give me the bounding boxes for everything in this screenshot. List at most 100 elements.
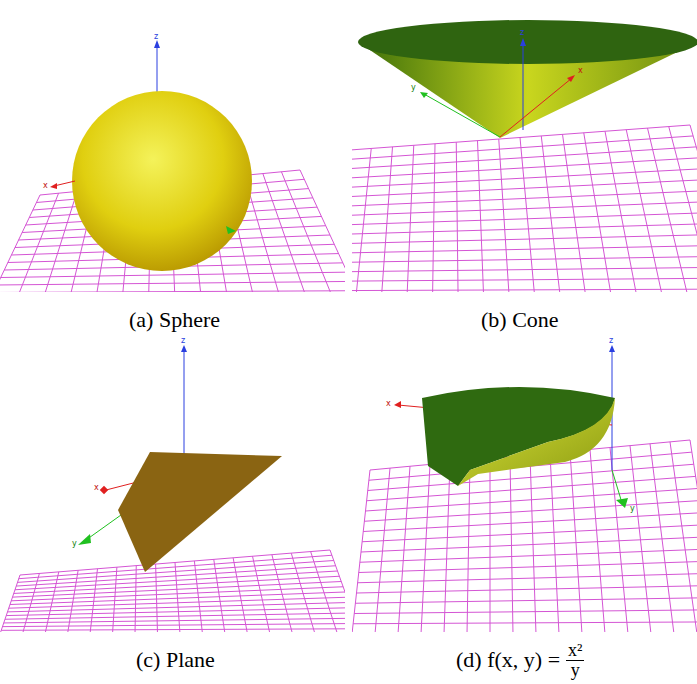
grid-line [352,234,697,243]
grid-line [354,610,697,614]
grid-line [375,468,390,632]
grid-line [499,139,510,292]
grid-line [253,556,271,632]
grid-line [352,136,693,159]
grid-line [45,572,59,632]
subfigure-caption: (d) f(x, y) = x²y [456,641,584,680]
grid-line [407,145,414,292]
grid-line [0,291,345,292]
grid-line [360,549,697,562]
grid-line [352,289,697,291]
grid-line [650,444,674,632]
fraction-numerator: x² [566,641,584,661]
axis-label: y [630,505,635,513]
grid-line [456,142,458,292]
grid-line [300,170,345,292]
grid-line [175,563,180,633]
grid-line [358,573,697,582]
axis-label: x [386,400,391,408]
grid-line [1,272,345,277]
plane [118,452,282,572]
axis-label: z [520,29,524,37]
grid-line [570,451,582,632]
grid-line [467,461,470,632]
grid-line [353,622,697,624]
subfigure-caption: (b) Cone [481,309,559,331]
cone-rim [358,20,697,64]
arrow-head [420,92,428,98]
arrow-head [50,183,57,189]
grid-line [281,172,333,292]
arrow-head [394,401,401,408]
grid-line [113,567,117,632]
grid-line [8,603,346,612]
surface-front [458,398,615,486]
grid-line [361,537,697,552]
subfigure-caption: (a) Sphere [129,309,220,331]
grid-line [590,449,605,632]
grid-line [670,442,697,632]
grid-line [520,138,535,293]
fraction: x²y [566,641,584,680]
grid-line [381,147,392,292]
grid-line [478,141,484,292]
grid-line [363,513,697,532]
grid-line [355,598,697,604]
grid [0,550,345,632]
grid-line [311,552,338,632]
grid-line [352,223,697,234]
grid-line [352,158,697,178]
grid-line [352,202,697,216]
grid-line [541,136,560,292]
grid-line [530,455,536,632]
grid-line [690,440,697,632]
grid-line [630,446,651,632]
grid [352,125,697,292]
x-axis [500,78,572,137]
grid-line [398,466,410,632]
grid-line [510,457,513,632]
grid-line [291,553,315,632]
arrow-head [154,40,160,48]
axis-label: x [94,484,99,492]
grid-line [0,281,345,285]
x-axis [54,181,75,186]
grid-line [584,133,612,292]
grid-line [352,256,697,262]
grid-line [648,128,689,292]
y-axis [612,470,622,503]
grid-line [421,464,430,632]
grid-line [156,564,158,632]
grid-line [1,629,345,631]
grid-line [263,174,307,292]
grid-line [352,267,697,272]
grid-line [3,624,346,627]
grid-line [433,144,436,292]
grid-line [359,561,697,572]
subfigure-caption: (c) Plane [136,649,215,671]
grid-line [669,127,697,292]
grid-line [214,559,225,632]
grid-line [690,125,697,292]
grid-line [194,561,202,632]
arrow-head [226,226,236,234]
grid-line [233,558,247,632]
arrow-head [78,534,91,545]
sphere [72,91,252,271]
y-axis [424,94,500,137]
grid-line [352,147,696,169]
grid-line [444,463,450,633]
grid-line [135,566,136,632]
grid-line [626,130,663,292]
grid-line [330,550,345,632]
arrow-head [181,345,187,352]
axis-label: z [154,33,158,41]
caption-text: (d) f(x, y) = [456,647,560,673]
grid-line [272,555,293,632]
surface-back [422,387,615,486]
grid-line [352,245,697,253]
grid-line [352,470,370,632]
axis-label: x [43,182,48,190]
